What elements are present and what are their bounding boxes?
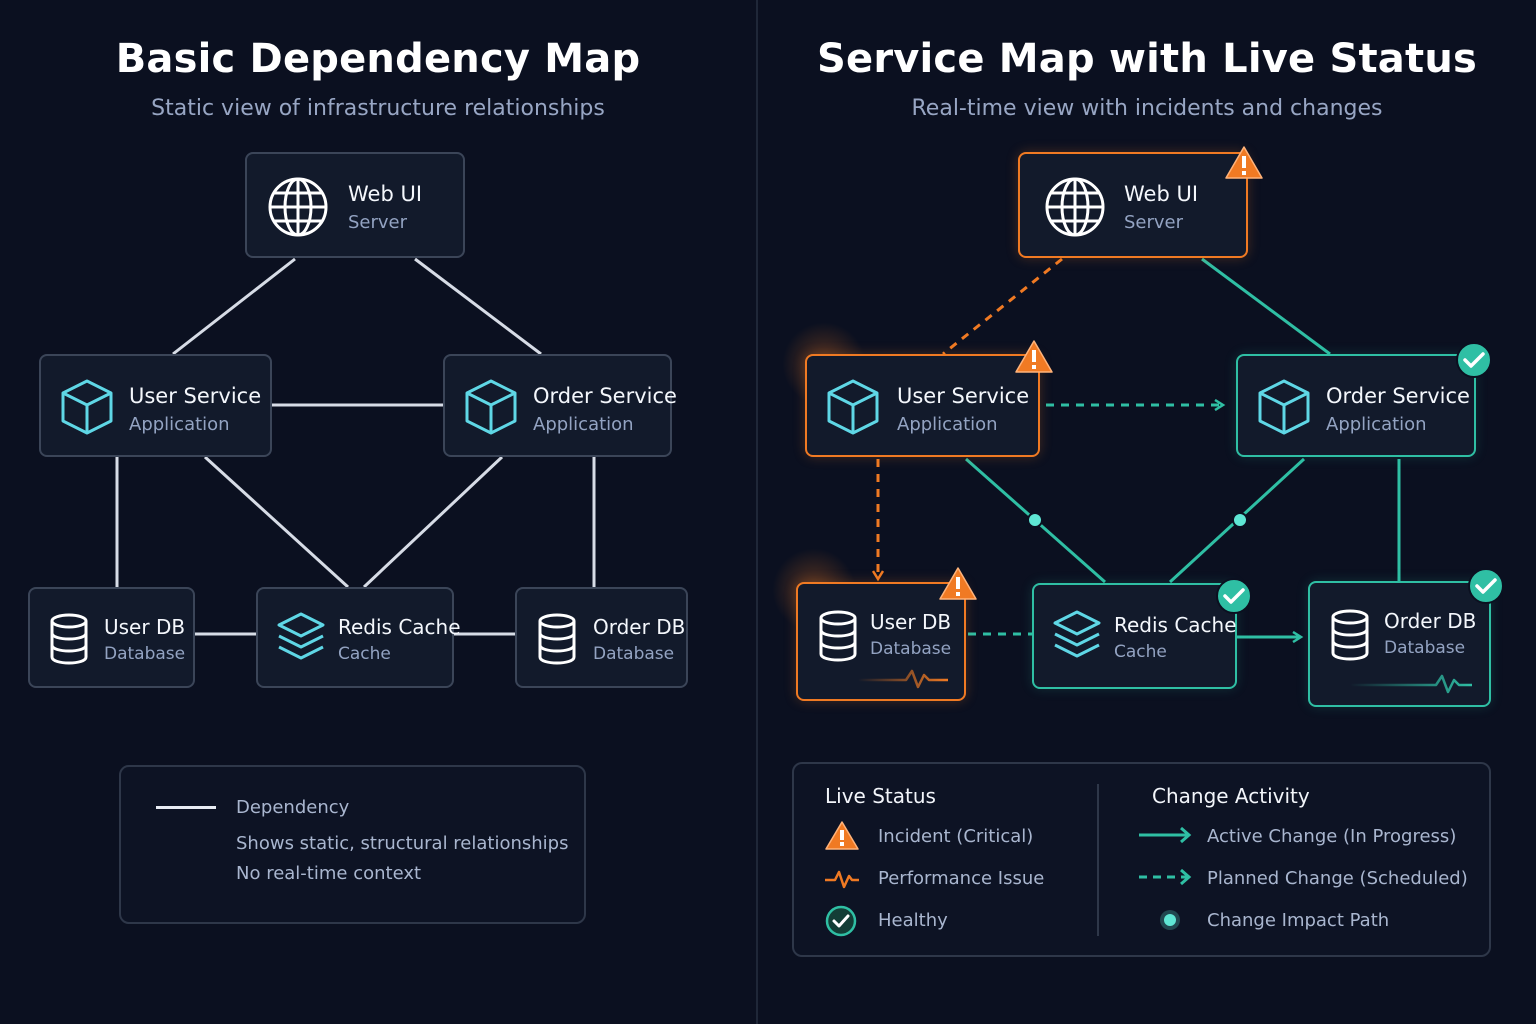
impact-path-dot-icon bbox=[1160, 910, 1180, 930]
right-legend: Live Status Incident (Critical) Performa… bbox=[792, 762, 1491, 957]
warning-icon bbox=[1015, 340, 1053, 373]
edge-webui-orderservice bbox=[1201, 257, 1331, 356]
legend-healthy-label: Healthy bbox=[878, 910, 948, 931]
node-name: Order Service bbox=[1326, 384, 1470, 408]
node-type: Application bbox=[897, 414, 998, 435]
node-type: Application bbox=[129, 414, 230, 435]
node-name: User Service bbox=[129, 384, 262, 408]
node-type: Database bbox=[593, 644, 675, 664]
database-icon bbox=[1331, 609, 1369, 661]
impact-path-dot bbox=[1232, 512, 1248, 528]
node-name: Web UI bbox=[348, 182, 423, 206]
left-panel: Basic Dependency Map Static view of infr… bbox=[0, 0, 756, 1024]
warning-icon bbox=[825, 821, 859, 850]
node-name: Redis Cache bbox=[338, 615, 461, 639]
impact-path-dot bbox=[1027, 512, 1043, 528]
layers-icon bbox=[1053, 610, 1101, 658]
node-type: Server bbox=[1124, 212, 1184, 233]
edge-webui-orderservice bbox=[414, 257, 542, 356]
node-name: Web UI bbox=[1124, 182, 1199, 206]
layers-icon bbox=[277, 612, 325, 660]
dependency-line-swatch bbox=[156, 806, 216, 809]
node-user-service-live[interactable]: User Service Application bbox=[805, 354, 1040, 457]
node-order-db[interactable]: Order DB Database bbox=[515, 587, 688, 688]
right-panel-subtitle: Real-time view with incidents and change… bbox=[911, 96, 1383, 121]
right-panel-title: Service Map with Live Status bbox=[816, 36, 1477, 82]
left-panel-subtitle: Static view of infrastructure relationsh… bbox=[151, 96, 605, 121]
warning-icon bbox=[939, 567, 977, 600]
right-panel: Service Map with Live Status Real-time v… bbox=[758, 0, 1536, 1024]
legend-incident-label: Incident (Critical) bbox=[878, 826, 1034, 847]
node-order-db-live[interactable]: Order DB Database bbox=[1308, 581, 1491, 707]
database-icon bbox=[819, 610, 857, 662]
node-redis-cache[interactable]: Redis Cache Cache bbox=[256, 587, 461, 688]
edge-orderservice-redis bbox=[362, 455, 504, 589]
panel-divider bbox=[756, 0, 758, 1024]
performance-pulse-icon bbox=[825, 870, 859, 889]
cube-icon bbox=[465, 379, 517, 435]
database-icon bbox=[538, 613, 576, 665]
globe-icon bbox=[268, 177, 328, 237]
node-type: Database bbox=[870, 639, 952, 659]
node-user-db-live[interactable]: User DB Database bbox=[796, 582, 966, 701]
check-icon bbox=[1468, 568, 1504, 604]
warning-icon bbox=[1225, 146, 1263, 179]
globe-icon bbox=[1045, 177, 1105, 237]
legend-performance-label: Performance Issue bbox=[878, 868, 1045, 889]
edge-webui-userservice bbox=[172, 257, 296, 356]
edge-userservice-redis bbox=[203, 455, 350, 589]
node-type: Database bbox=[104, 644, 186, 664]
node-web-ui[interactable]: Web UI Server bbox=[245, 152, 465, 258]
check-icon bbox=[1456, 342, 1492, 378]
left-legend: Dependency Shows static, structural rela… bbox=[119, 765, 586, 924]
cube-icon bbox=[827, 379, 879, 435]
cube-icon bbox=[1258, 379, 1310, 435]
node-order-service-live[interactable]: Order Service Application bbox=[1236, 354, 1476, 457]
node-user-db[interactable]: User DB Database bbox=[28, 587, 195, 688]
legend-active-change-label: Active Change (In Progress) bbox=[1207, 826, 1457, 847]
check-icon bbox=[1216, 578, 1252, 614]
legend-live-status-title: Live Status bbox=[825, 784, 936, 808]
legend-change-activity-title: Change Activity bbox=[1152, 784, 1310, 808]
left-panel-title: Basic Dependency Map bbox=[115, 36, 641, 82]
node-name: User Service bbox=[897, 384, 1030, 408]
check-icon bbox=[825, 905, 857, 937]
edge-webui-userservice-incident bbox=[942, 257, 1063, 356]
node-name: User DB bbox=[104, 615, 186, 639]
healthy-pulse-icon bbox=[1350, 674, 1472, 694]
right-dependency-lines bbox=[758, 257, 1401, 1024]
legend-line1: Shows static, structural relationships bbox=[236, 833, 569, 854]
node-type: Database bbox=[1384, 638, 1466, 658]
legend-column-divider bbox=[1097, 784, 1099, 936]
left-dependency-lines bbox=[115, 257, 596, 636]
cube-icon bbox=[61, 379, 113, 435]
active-change-arrow-icon bbox=[1139, 826, 1192, 844]
planned-change-arrow-icon bbox=[1139, 868, 1192, 886]
node-type: Cache bbox=[338, 644, 391, 664]
node-type: Server bbox=[348, 212, 408, 233]
node-web-ui-live[interactable]: Web UI Server bbox=[1018, 152, 1248, 258]
node-name: Order Service bbox=[533, 384, 677, 408]
database-icon bbox=[50, 613, 88, 665]
legend-line2: No real-time context bbox=[236, 863, 422, 884]
node-name: Order DB bbox=[593, 615, 686, 639]
node-name: Redis Cache bbox=[1114, 613, 1237, 637]
node-type: Application bbox=[533, 414, 634, 435]
legend-dependency-label: Dependency bbox=[236, 797, 350, 818]
performance-pulse-icon bbox=[858, 669, 948, 689]
legend-impact-path-label: Change Impact Path bbox=[1207, 910, 1390, 931]
node-name: Order DB bbox=[1384, 609, 1477, 633]
node-order-service[interactable]: Order Service Application bbox=[443, 354, 677, 457]
node-name: User DB bbox=[870, 610, 952, 634]
node-type: Cache bbox=[1114, 642, 1167, 662]
node-redis-cache-live[interactable]: Redis Cache Cache bbox=[1032, 583, 1237, 689]
node-user-service[interactable]: User Service Application bbox=[39, 354, 272, 457]
node-type: Application bbox=[1326, 414, 1427, 435]
legend-planned-change-label: Planned Change (Scheduled) bbox=[1207, 868, 1468, 889]
